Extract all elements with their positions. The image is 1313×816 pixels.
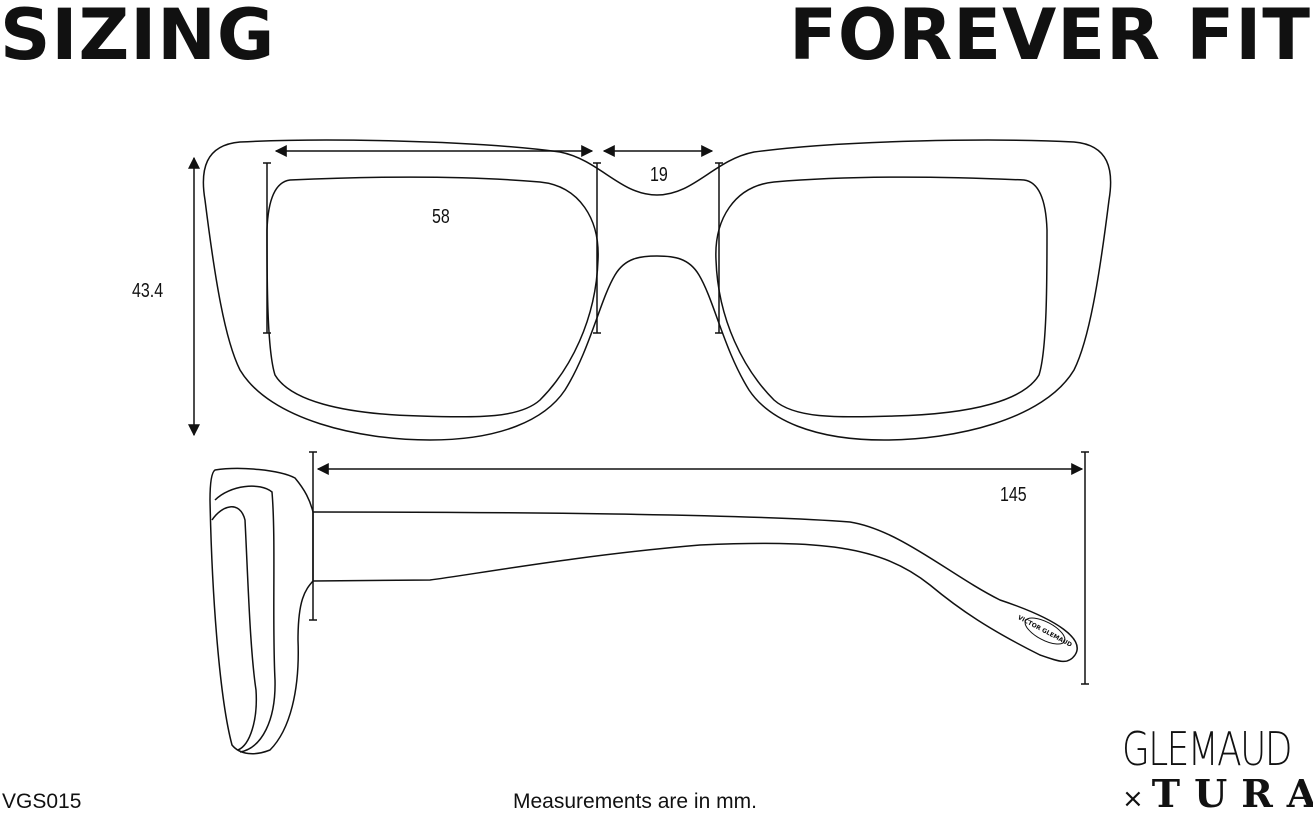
dimension-lines [188, 145, 1089, 685]
temple-length-label: 145 [1000, 484, 1027, 506]
lens-width-label: 58 [432, 206, 450, 228]
side-view: VICTOR GLEMAUD [209, 467, 1078, 755]
forever-fit-title: FOREVER FIT [789, 0, 1311, 76]
measurement-note: Measurements are in mm. [513, 790, 757, 813]
lens-height-label: 43.4 [132, 280, 164, 302]
brand-logo-tura: ×TURA [1122, 775, 1313, 813]
temple-logo: VICTOR GLEMAUD [1016, 614, 1073, 649]
brand-logo-glemaud: GLEMAUD [1122, 722, 1293, 776]
sizing-title: SIZING [0, 0, 276, 76]
brand-x: × [1122, 784, 1152, 814]
model-number: VGS015 [2, 790, 82, 813]
brand-tura: TURA [1151, 771, 1313, 816]
bridge-label: 19 [650, 164, 668, 186]
